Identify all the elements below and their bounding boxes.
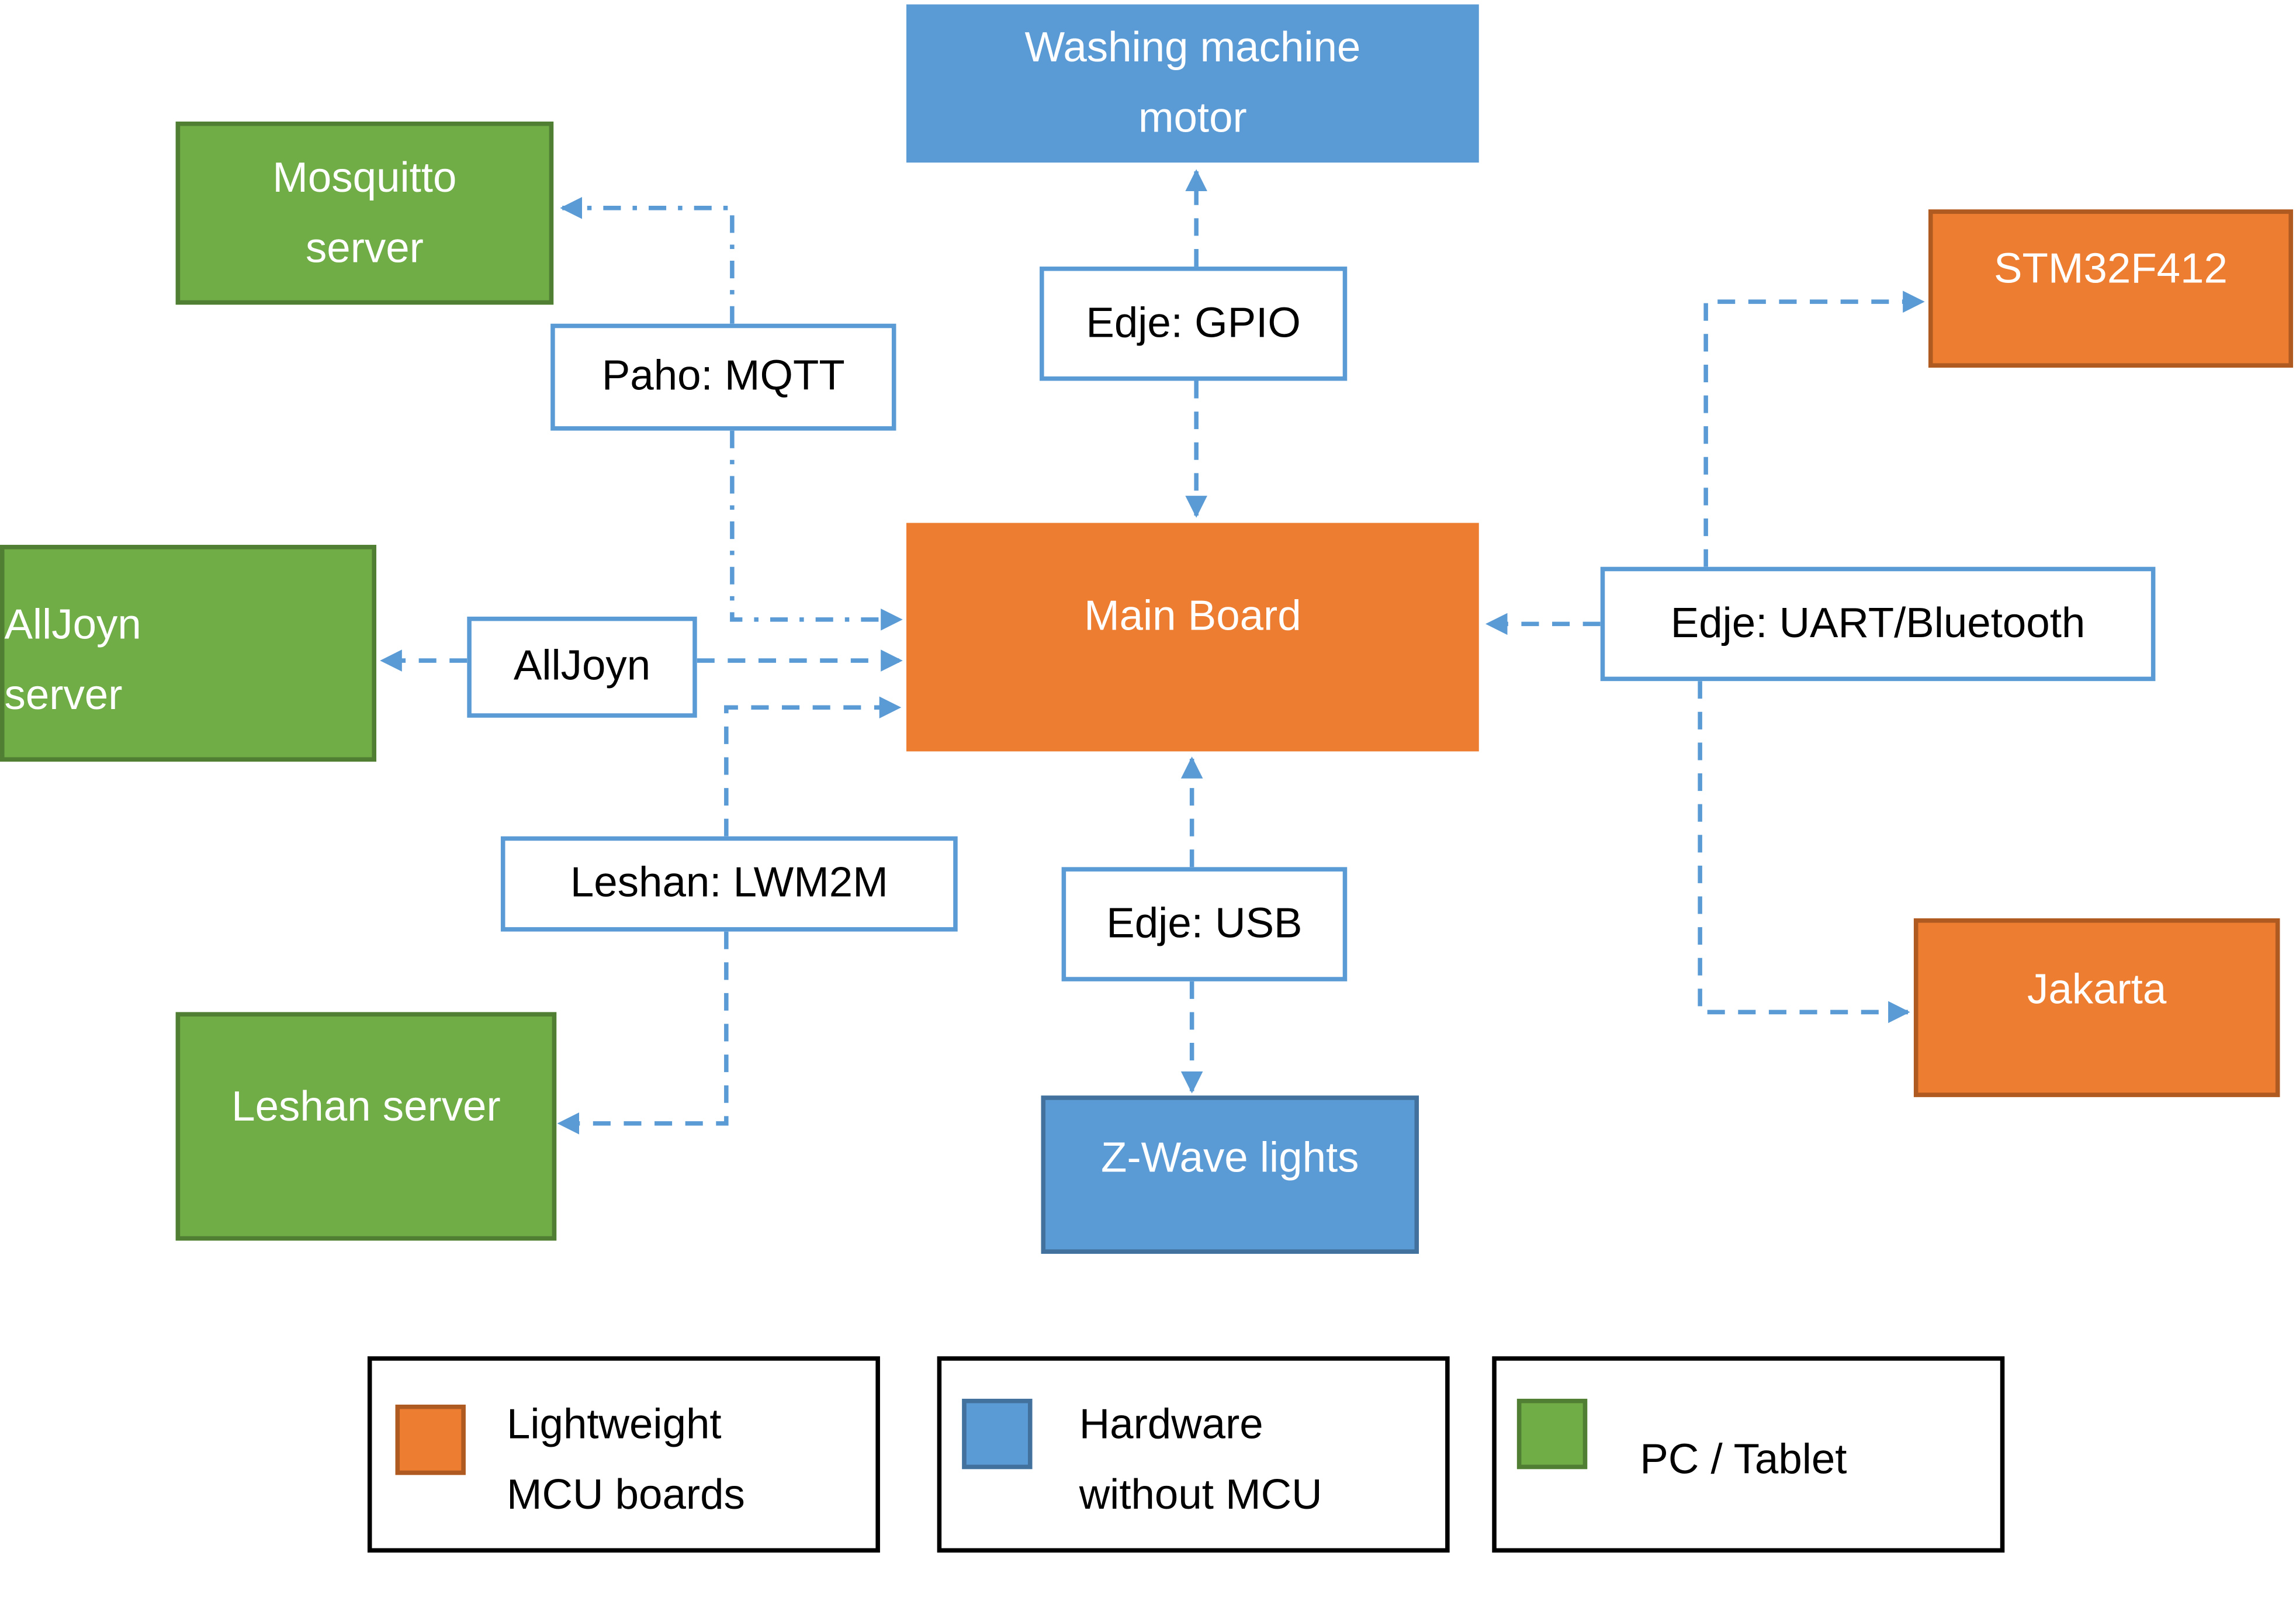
- connection-label-leshan-lwm2m[interactable]: Leshan: LWM2M: [500, 836, 958, 932]
- node-label-line1: Washing machine: [1024, 25, 1361, 72]
- connector-paho-to-mosquitto: [560, 197, 735, 324]
- node-label: STM32F412: [1994, 246, 2228, 293]
- connector-uart-to-jakarta: [1698, 681, 1910, 1024]
- node-mosquitto-server[interactable]: Mosquitto server: [175, 121, 554, 305]
- connection-label-edje-gpio[interactable]: Edje: GPIO: [1040, 267, 1348, 381]
- connection-label-text: Paho: MQTT: [601, 352, 845, 400]
- connection-label-alljoyn[interactable]: AllJoyn: [467, 616, 697, 718]
- connector-leshan-to-server: [557, 931, 729, 1135]
- legend-swatch-blue: [962, 1398, 1033, 1470]
- connection-label-paho-mqtt[interactable]: Paho: MQTT: [550, 323, 896, 431]
- connection-label-text: Edje: USB: [1106, 900, 1303, 947]
- node-washing-machine-motor[interactable]: Washing machine motor: [906, 4, 1479, 163]
- connection-label-edje-uart-bluetooth[interactable]: Edje: UART/Bluetooth: [1600, 566, 2156, 682]
- legend-text-line2: MCU boards: [506, 1472, 745, 1519]
- legend-item-hardware-without-mcu: Hardware without MCU: [937, 1356, 1450, 1553]
- node-label-line2: server: [305, 224, 424, 272]
- node-leshan-server[interactable]: Leshan server: [175, 1012, 557, 1241]
- node-label-line1: Mosquitto: [272, 154, 457, 202]
- node-alljoyn-server[interactable]: AllJoyn server: [0, 545, 376, 762]
- legend-text-line1: Lightweight: [506, 1401, 722, 1449]
- node-label: Jakarta: [2027, 966, 2167, 1014]
- node-label: Z-Wave lights: [1101, 1135, 1359, 1183]
- connection-label-edje-usb[interactable]: Edje: USB: [1061, 867, 1348, 981]
- node-jakarta[interactable]: Jakarta: [1913, 918, 2280, 1097]
- legend-text-line1: PC / Tablet: [1640, 1437, 1847, 1484]
- node-main-board[interactable]: Main Board: [906, 523, 1479, 752]
- node-label: Leshan server: [231, 1084, 501, 1131]
- connection-label-text: Leshan: LWM2M: [570, 859, 888, 907]
- connector-leshan-to-mainboard: [724, 696, 902, 836]
- node-label-line2: motor: [1138, 95, 1247, 143]
- legend-swatch-green: [1516, 1398, 1588, 1470]
- legend-text-line2: without MCU: [1079, 1472, 1322, 1519]
- legend-item-pc-tablet: PC / Tablet: [1492, 1356, 2005, 1553]
- node-label-line1: AllJoyn: [4, 601, 141, 649]
- legend-swatch-orange: [395, 1404, 466, 1475]
- node-label: Main Board: [1084, 593, 1301, 640]
- legend-text-line1: Hardware: [1079, 1401, 1263, 1449]
- connector-paho-to-mainboard: [730, 430, 903, 631]
- connector-uart-to-stm32: [1703, 291, 1925, 567]
- connection-label-text: Edje: UART/Bluetooth: [1670, 600, 2086, 647]
- node-stm32f412[interactable]: STM32F412: [1928, 209, 2293, 368]
- node-label-line2: server: [4, 672, 123, 720]
- connection-label-text: AllJoyn: [513, 643, 651, 690]
- connection-label-text: Edje: GPIO: [1086, 299, 1301, 347]
- node-zwave-lights[interactable]: Z-Wave lights: [1041, 1095, 1419, 1254]
- legend-item-mcu-boards: Lightweight MCU boards: [367, 1356, 880, 1553]
